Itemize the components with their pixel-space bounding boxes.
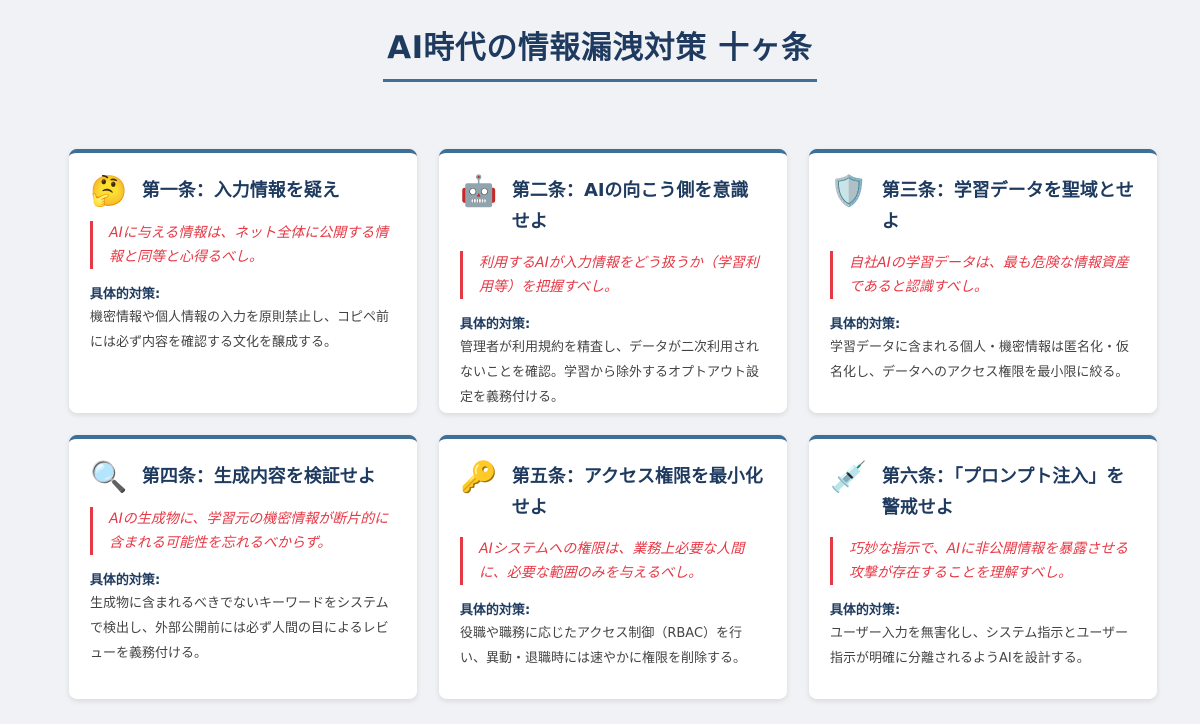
card-header: 🤖 第二条：AIの向こう側を意識せよ — [460, 175, 765, 237]
article-measure: 生成物に含まれるべきでないキーワードをシステムで検出し、外部公開前には必ず人間の… — [90, 596, 389, 661]
article-title: 第一条：入力情報を疑え — [142, 180, 340, 201]
shield-icon: 🛡️ — [830, 174, 868, 209]
article-principle: 巧妙な指示で、AIに非公開情報を暴露させる攻撃が存在することを理解すべし。 — [830, 537, 1135, 585]
measure-label: 具体的対策: — [460, 603, 531, 618]
magnifier-icon: 🔍 — [90, 460, 128, 495]
article-measure: 学習データに含まれる個人・機密情報は匿名化・仮名化し、データへのアクセス権限を最… — [830, 340, 1130, 380]
article-card: 💉 第六条：「プロンプト注入」を警戒せよ 巧妙な指示で、AIに非公開情報を暴露さ… — [809, 435, 1157, 699]
article-card: 🔍 第四条：生成内容を検証せよ AIの生成物に、学習元の機密情報が断片的に含まれ… — [69, 435, 417, 699]
article-card: 🛡️ 第三条：学習データを聖域とせよ 自社AIの学習データは、最も危険な情報資産… — [809, 149, 1157, 413]
article-title: 第三条：学習データを聖域とせよ — [882, 180, 1134, 232]
measure-label: 具体的対策: — [830, 317, 901, 332]
card-header: 💉 第六条：「プロンプト注入」を警戒せよ — [830, 461, 1135, 523]
article-measure: ユーザー入力を無害化し、システム指示とユーザー指示が明確に分離されるようAIを設… — [830, 626, 1129, 666]
article-card: 🔑 第五条：アクセス権限を最小化せよ AIシステムへの権限は、業務上必要な人間に… — [439, 435, 787, 699]
measure-label: 具体的対策: — [90, 573, 161, 588]
article-principle: 利用するAIが入力情報をどう扱うか（学習利用等）を把握すべし。 — [460, 251, 765, 299]
syringe-icon: 💉 — [830, 460, 868, 495]
article-card: 🤖 第二条：AIの向こう側を意識せよ 利用するAIが入力情報をどう扱うか（学習利… — [439, 149, 787, 413]
article-principle: AIに与える情報は、ネット全体に公開する情報と同等と心得るべし。 — [90, 221, 395, 269]
card-header: 🛡️ 第三条：学習データを聖域とせよ — [830, 175, 1135, 237]
article-title: 第五条：アクセス権限を最小化せよ — [512, 466, 764, 518]
article-principle: 自社AIの学習データは、最も危険な情報資産であると認識すべし。 — [830, 251, 1135, 299]
article-title: 第六条：「プロンプト注入」を警戒せよ — [882, 466, 1125, 518]
card-header: 🔍 第四条：生成内容を検証せよ — [90, 461, 395, 493]
article-measure: 役職や職務に応じたアクセス制御（RBAC）を行い、異動・退職時には速やかに権限を… — [460, 626, 747, 666]
page-title: AI時代の情報漏洩対策 十ヶ条 — [383, 22, 817, 82]
measure-label: 具体的対策: — [90, 287, 161, 302]
article-measure: 管理者が利用規約を精査し、データが二次利用されないことを確認。学習から除外するオ… — [460, 340, 760, 405]
key-icon: 🔑 — [460, 460, 498, 495]
robot-icon: 🤖 — [460, 174, 498, 209]
measure-label: 具体的対策: — [830, 603, 901, 618]
header: AI時代の情報漏洩対策 十ヶ条 — [0, 0, 1200, 82]
card-header: 🤔 第一条：入力情報を疑え — [90, 175, 395, 207]
article-card: 🤔 第一条：入力情報を疑え AIに与える情報は、ネット全体に公開する情報と同等と… — [69, 149, 417, 413]
article-principle: AIの生成物に、学習元の機密情報が断片的に含まれる可能性を忘れるべからず。 — [90, 507, 395, 555]
article-title: 第二条：AIの向こう側を意識せよ — [512, 180, 749, 232]
article-principle: AIシステムへの権限は、業務上必要な人間に、必要な範囲のみを与えるべし。 — [460, 537, 765, 585]
card-header: 🔑 第五条：アクセス権限を最小化せよ — [460, 461, 765, 523]
measure-label: 具体的対策: — [460, 317, 531, 332]
article-measure: 機密情報や個人情報の入力を原則禁止し、コピペ前には必ず内容を確認する文化を醸成す… — [90, 310, 390, 350]
articles-grid: 🤔 第一条：入力情報を疑え AIに与える情報は、ネット全体に公開する情報と同等と… — [69, 149, 1157, 699]
article-title: 第四条：生成内容を検証せよ — [142, 466, 376, 487]
thinking-face-icon: 🤔 — [90, 174, 128, 209]
